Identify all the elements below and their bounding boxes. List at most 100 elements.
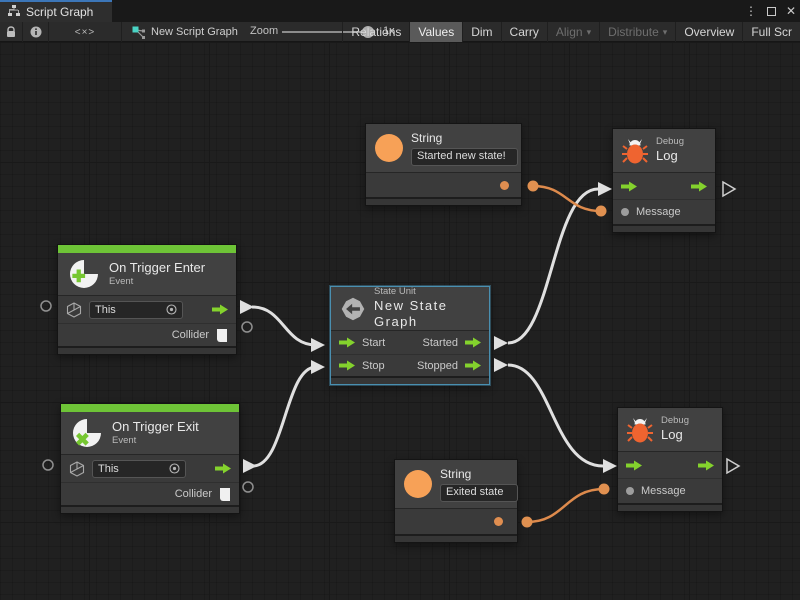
on-trigger-enter-node[interactable]: On Trigger Enter Event This Collider bbox=[57, 244, 237, 355]
event-stripe bbox=[61, 404, 239, 412]
flow-input-port[interactable] bbox=[339, 337, 355, 348]
wire-string-to-message-bottom bbox=[526, 487, 605, 524]
node-subtitle: Event bbox=[112, 435, 137, 447]
node-title: Log bbox=[661, 427, 683, 443]
flow-input-port[interactable] bbox=[621, 181, 637, 192]
align-button[interactable]: Align▾ bbox=[546, 22, 599, 42]
graph-breadcrumb[interactable]: New Script Graph bbox=[122, 22, 248, 42]
debug-log-node-bottom[interactable]: Debug Log Message bbox=[617, 407, 723, 512]
graph-canvas[interactable]: String Started new state! bbox=[0, 42, 800, 600]
tab-bar: Script Graph ⋮ ✕ bbox=[0, 0, 800, 22]
node-title: Log bbox=[656, 148, 678, 164]
graph-toolbar: <×> New Script Graph Zoom 1x Relations V… bbox=[0, 22, 800, 42]
wire-stopped-to-log bbox=[507, 363, 604, 468]
node-footer bbox=[613, 224, 715, 232]
port-label: Start bbox=[362, 336, 386, 349]
maximize-icon[interactable] bbox=[766, 6, 776, 16]
relations-button[interactable]: Relations bbox=[342, 22, 409, 42]
fullscreen-button[interactable]: Full Scr bbox=[742, 22, 800, 42]
values-button[interactable]: Values bbox=[409, 22, 463, 42]
lock-icon bbox=[7, 26, 15, 37]
node-type-label: State Unit bbox=[374, 286, 416, 298]
target-picker-icon bbox=[166, 304, 177, 315]
message-input-port[interactable] bbox=[626, 487, 634, 495]
zoom-slider-handle[interactable] bbox=[362, 26, 374, 38]
node-type-label: Debug bbox=[656, 136, 684, 148]
tab-script-graph[interactable]: Script Graph bbox=[0, 0, 112, 22]
distribute-button[interactable]: Distribute▾ bbox=[599, 22, 675, 42]
this-target-dropdown[interactable]: This bbox=[92, 459, 186, 478]
node-title: String bbox=[440, 466, 472, 481]
string-literal-icon bbox=[375, 134, 403, 162]
flow-output-port[interactable] bbox=[691, 181, 707, 192]
node-type-label: Debug bbox=[661, 415, 689, 427]
wire-started-to-log bbox=[507, 187, 599, 345]
zoom-slider[interactable] bbox=[282, 31, 372, 33]
value-wires bbox=[526, 184, 605, 524]
bug-icon bbox=[622, 138, 648, 163]
wire-enter-to-start bbox=[251, 305, 317, 347]
event-stripe bbox=[58, 245, 236, 253]
port-label: Stopped bbox=[417, 359, 458, 372]
info-icon bbox=[30, 26, 41, 38]
unconnected-flow-ports[interactable] bbox=[722, 180, 741, 475]
window-controls: ⋮ ✕ bbox=[745, 0, 796, 22]
cube-icon bbox=[66, 301, 82, 318]
dim-button[interactable]: Dim bbox=[462, 22, 500, 42]
this-target-dropdown[interactable]: This bbox=[89, 300, 183, 319]
flow-output-port[interactable] bbox=[212, 304, 228, 315]
wire-string-to-message-top bbox=[532, 184, 602, 213]
flow-output-port[interactable] bbox=[215, 463, 231, 474]
carry-button[interactable]: Carry bbox=[500, 22, 547, 42]
string-node-bottom[interactable]: String Exited state bbox=[394, 459, 518, 543]
port-label: Collider bbox=[174, 488, 212, 500]
string-output-port[interactable] bbox=[494, 517, 503, 526]
node-footer bbox=[61, 505, 239, 513]
state-unit-node[interactable]: State Unit New State Graph Start Started… bbox=[330, 286, 490, 385]
wire-exit-to-stop bbox=[252, 365, 317, 468]
node-footer bbox=[331, 376, 489, 384]
inspect-button[interactable] bbox=[23, 22, 49, 42]
string-literal-icon bbox=[404, 470, 432, 498]
node-footer bbox=[366, 197, 521, 205]
value-wire-endpoints bbox=[521, 180, 610, 528]
node-title: On Trigger Enter bbox=[109, 259, 206, 275]
cube-icon bbox=[69, 460, 85, 477]
flow-input-port[interactable] bbox=[626, 460, 642, 471]
node-footer bbox=[395, 534, 517, 542]
close-icon[interactable]: ✕ bbox=[785, 4, 796, 18]
overview-button[interactable]: Overview bbox=[675, 22, 742, 42]
edit-code-button[interactable]: <×> bbox=[49, 22, 122, 42]
port-label: Stop bbox=[362, 359, 385, 372]
menu-icon[interactable]: ⋮ bbox=[744, 4, 757, 18]
node-title: String bbox=[411, 130, 443, 145]
flow-output-port[interactable] bbox=[465, 360, 481, 371]
string-output-port[interactable] bbox=[500, 180, 509, 190]
collider-file-icon[interactable] bbox=[216, 328, 228, 342]
string-value-input[interactable]: Exited state bbox=[440, 483, 518, 502]
hierarchy-icon bbox=[8, 5, 20, 19]
node-title: New State Graph bbox=[374, 298, 448, 330]
zoom-label: Zoom bbox=[250, 25, 279, 37]
on-trigger-exit-node[interactable]: On Trigger Exit Event This Collider bbox=[60, 403, 240, 514]
string-node-top[interactable]: String Started new state! bbox=[365, 123, 522, 206]
target-picker-icon bbox=[169, 463, 180, 474]
flow-output-port[interactable] bbox=[698, 460, 714, 471]
bug-icon bbox=[627, 417, 653, 442]
tab-label: Script Graph bbox=[26, 5, 94, 19]
on-trigger-exit-icon bbox=[73, 419, 101, 447]
collider-file-icon[interactable] bbox=[219, 487, 231, 501]
flow-input-port[interactable] bbox=[339, 360, 355, 371]
on-trigger-enter-icon bbox=[70, 260, 98, 288]
message-input-port[interactable] bbox=[621, 208, 629, 216]
graph-icon bbox=[132, 26, 145, 39]
flow-output-port[interactable] bbox=[465, 337, 481, 348]
chevron-down-icon: ▾ bbox=[586, 26, 592, 37]
state-unit-icon bbox=[341, 297, 365, 320]
debug-log-node-top[interactable]: Debug Log Message bbox=[612, 128, 716, 233]
port-label: Message bbox=[641, 485, 686, 497]
port-label: Started bbox=[422, 336, 458, 349]
string-value-input[interactable]: Started new state! bbox=[411, 147, 518, 166]
lock-button[interactable] bbox=[0, 22, 23, 42]
